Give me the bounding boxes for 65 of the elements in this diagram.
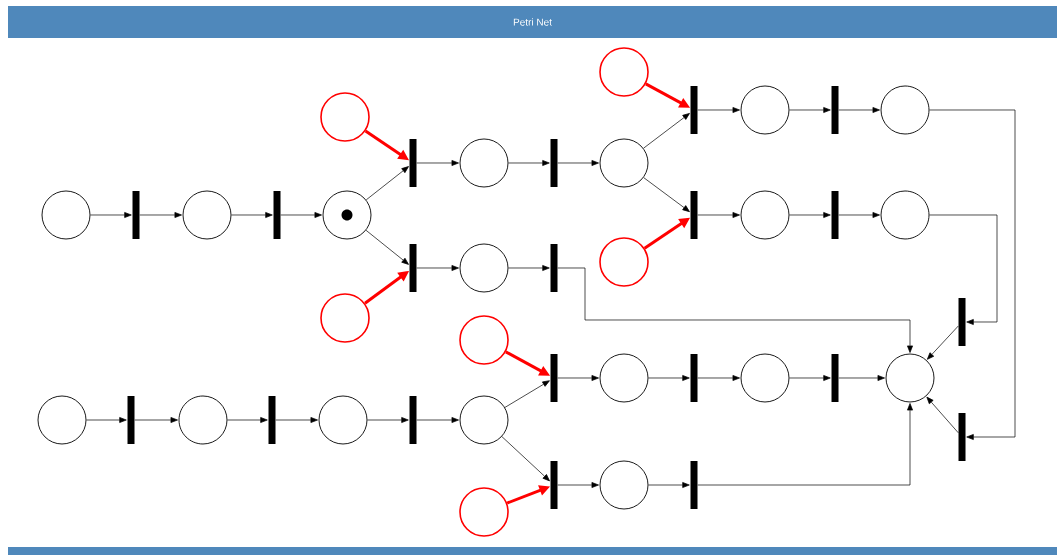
place-circle [599, 47, 649, 97]
arrow [789, 375, 831, 381]
arrow [643, 113, 690, 149]
arrow [643, 177, 690, 212]
arrow [557, 160, 599, 166]
place-circle [320, 92, 370, 142]
arrow [648, 482, 690, 488]
arrow [789, 107, 831, 113]
arrow [929, 214, 998, 325]
place-circle [740, 190, 790, 240]
arrow [90, 212, 132, 218]
arrow [416, 265, 459, 271]
place-circle [37, 395, 87, 445]
arrow [504, 380, 550, 408]
arrow [508, 160, 550, 166]
place-circle [459, 315, 509, 365]
place-circle [599, 138, 649, 188]
arrow [365, 166, 409, 201]
place-circle [320, 293, 370, 343]
arrow [927, 325, 959, 360]
title-bar: Petri Net [8, 6, 1057, 38]
arrow [365, 229, 409, 265]
place-circle [41, 190, 91, 240]
arrow [416, 160, 459, 166]
place-circle [459, 487, 509, 537]
place-circle [880, 85, 930, 135]
arrow [838, 212, 880, 218]
arrow [508, 265, 550, 271]
place-circle [740, 353, 790, 403]
place-circle [459, 395, 509, 445]
arrow [929, 109, 1016, 440]
place-circle [880, 190, 930, 240]
arrow [697, 107, 740, 113]
place-circle [599, 460, 649, 510]
place-circle [599, 237, 649, 287]
arrow [557, 375, 599, 381]
arrow [697, 212, 740, 218]
arrow [926, 396, 959, 434]
arrow [648, 375, 690, 381]
arrow [367, 417, 409, 423]
place-circle [459, 138, 509, 188]
arrow [227, 417, 268, 423]
place-circle [318, 395, 368, 445]
place-circle [182, 190, 232, 240]
arrow [416, 417, 459, 423]
arrow [275, 417, 318, 423]
arrow [697, 403, 913, 486]
arrow [501, 436, 550, 482]
token-place-circle [322, 190, 372, 240]
arrow [557, 267, 913, 353]
arrow [557, 482, 599, 488]
place-circle [740, 85, 790, 135]
arrow [86, 417, 127, 423]
arrow [231, 212, 273, 218]
place-circle [459, 243, 509, 293]
arrow [838, 107, 880, 113]
arrow [139, 212, 182, 218]
arrow [838, 375, 885, 381]
arrow [789, 212, 831, 218]
place-circle [178, 395, 228, 445]
arrow [280, 212, 322, 218]
arrow [697, 375, 740, 381]
arrow [134, 417, 178, 423]
place-circle [599, 353, 649, 403]
place-circle [885, 353, 935, 403]
